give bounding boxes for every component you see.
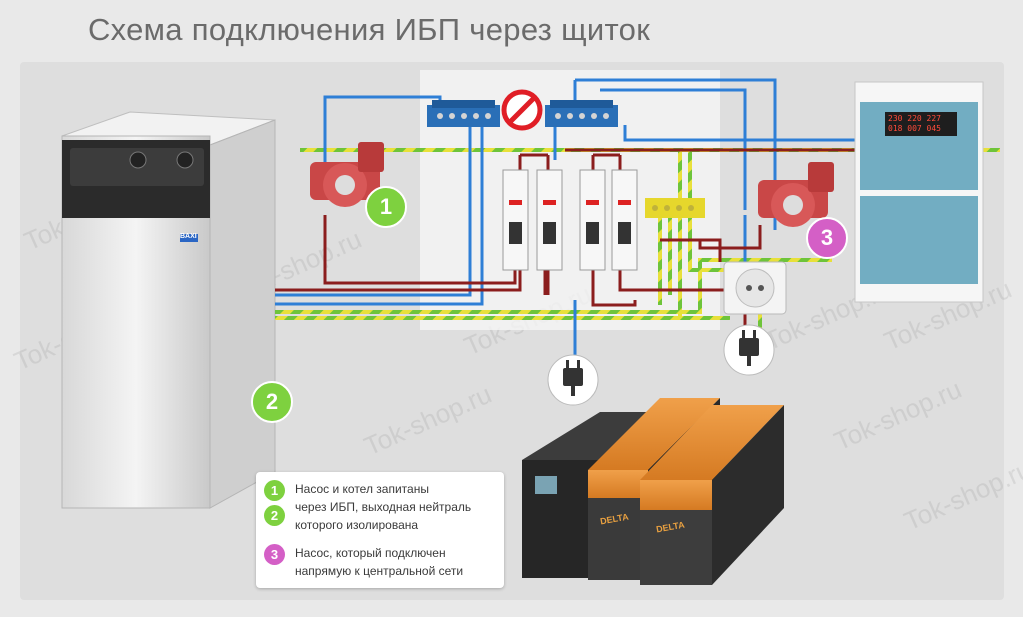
badge-3: 3 <box>806 217 848 259</box>
circulation-pump-3 <box>758 162 834 227</box>
legend-text-line: которого изолирована <box>295 518 419 532</box>
plug-icon <box>723 324 775 376</box>
boiler-logo <box>180 234 198 242</box>
legend: 1 2 Насос и котел запитаны через ИБП, вы… <box>256 472 504 588</box>
plug-icon <box>547 354 599 406</box>
prohibited-icon <box>501 89 543 131</box>
circuit-breakers <box>502 169 638 271</box>
legend-text-line: Насос, который подключен <box>295 546 446 560</box>
neutral-bus-bar-right <box>545 100 618 127</box>
battery-right <box>640 405 784 585</box>
legend-text-line: Насос и котел запитаны <box>295 482 429 496</box>
meter-readout: 230 220 227 018 007 045 <box>888 114 941 133</box>
badge-2: 2 <box>251 381 293 423</box>
wall-socket <box>723 261 787 315</box>
distribution-cabinet <box>854 81 984 303</box>
circulation-pump-1 <box>310 142 384 207</box>
gas-boiler <box>61 111 276 509</box>
page-title: Схема подключения ИБП через щиток <box>88 12 651 47</box>
legend-badge-1: 1 <box>264 480 285 501</box>
ground-bus-bar <box>645 198 705 218</box>
legend-item-3: 3 Насос, который подключен напрямую к це… <box>264 544 463 580</box>
badge-1: 1 <box>365 186 407 228</box>
legend-badge-2: 2 <box>264 505 285 526</box>
neutral-bus-bar-left <box>427 100 500 127</box>
legend-item-1-2: 1 2 Насос и котел запитаны через ИБП, вы… <box>264 480 471 534</box>
legend-badge-3: 3 <box>264 544 285 565</box>
boiler-brand: BAXI <box>180 233 197 240</box>
legend-text-line: напрямую к центральной сети <box>295 564 464 578</box>
legend-text-line: через ИБП, выходная нейтраль <box>295 500 472 514</box>
